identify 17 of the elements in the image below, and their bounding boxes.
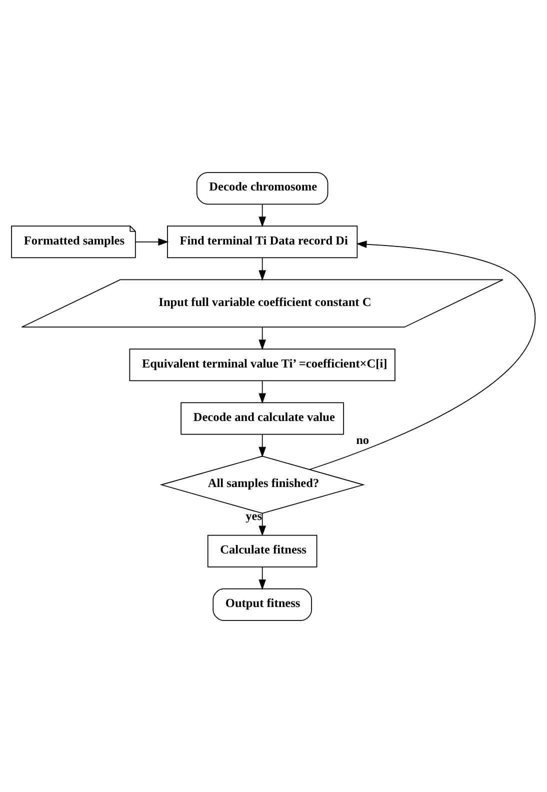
node-box: Decode and calculate value: [180, 402, 344, 434]
node-diamond: All samples finished?: [160, 455, 365, 514]
arrow: [258, 326, 266, 350]
node-box: Calculate fitness: [207, 534, 318, 567]
arrow: [309, 240, 536, 470]
edge-label: no: [356, 432, 370, 446]
arrow: [258, 512, 266, 536]
arrow: [258, 256, 266, 280]
arrow: [258, 380, 266, 404]
node-box: Equivalent terminal value Ti’ =coefficient×C[i]: [129, 348, 396, 381]
arrow: [258, 566, 266, 590]
arrow: [135, 238, 169, 246]
arrow: [258, 433, 266, 457]
node-box: Output fitness: [212, 588, 312, 620]
node-box: Find terminal Ti Data record Di: [167, 225, 358, 258]
node-box: Decode chromosome: [196, 172, 328, 204]
arrow: [258, 203, 266, 227]
